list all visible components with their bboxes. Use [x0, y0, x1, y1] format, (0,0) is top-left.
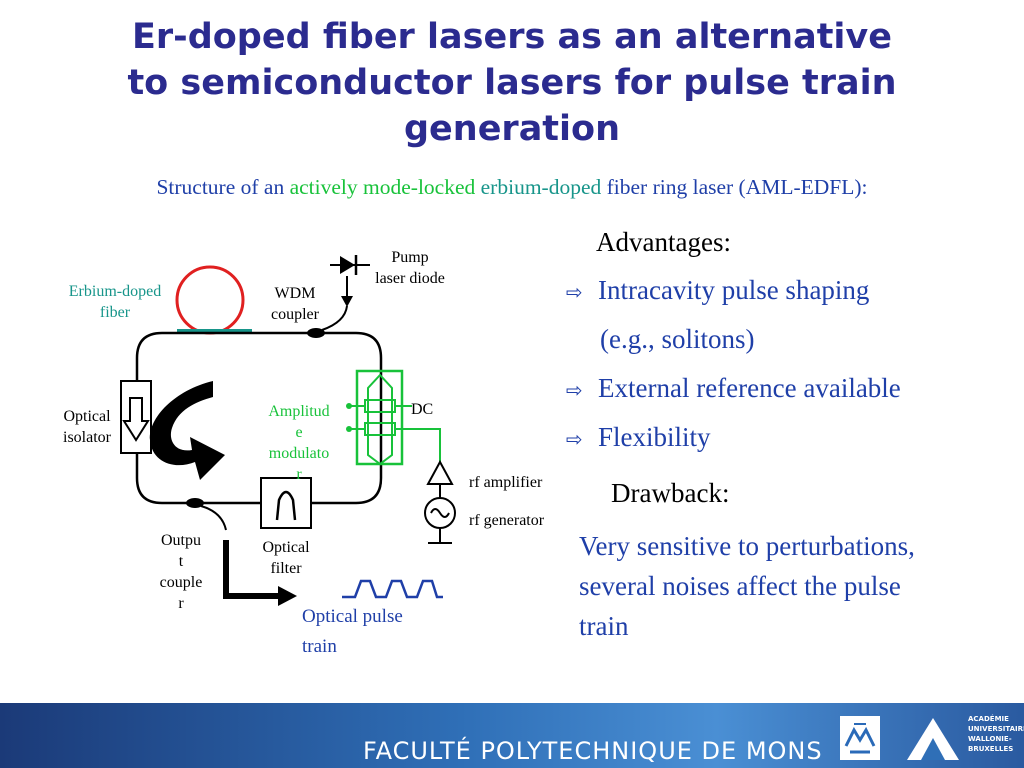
isolator-label-line-2: isolator [63, 429, 111, 446]
modulator-label-line-4: r [296, 466, 302, 483]
rf-amplifier-icon [426, 459, 454, 485]
wdm-label-line-2: coupler [271, 306, 319, 323]
faculty-logo-icon [844, 723, 876, 754]
slide-title: Er-doped fiber lasers as an alternative … [0, 14, 1024, 152]
subtitle-part-3: erbium-doped [475, 175, 602, 199]
output-coupler [186, 498, 204, 508]
optical-filter-box [260, 477, 312, 529]
subtitle-part-2: actively mode-locked [289, 175, 476, 199]
advantage-item-1-text: Intracavity pulse shaping [598, 275, 870, 305]
modulator-label-line-2: e [295, 424, 303, 441]
wdm-branch [321, 305, 348, 331]
subtitle-part-4: fiber ring laser (AML-EDFL): [601, 175, 868, 199]
pump-label-line-2: laser diode [375, 270, 445, 287]
amplitude-modulator-label: Amplitud e modulato r [257, 401, 341, 485]
dc-label: DC [411, 401, 434, 418]
academy-line-4: BRUXELLES [968, 745, 1014, 753]
arrow-bullet-icon: ⇨ [566, 280, 583, 304]
pump-laser-label: Pump laser diode [362, 247, 458, 289]
modulator-dot-2 [346, 426, 352, 432]
academy-line-2: UNIVERSITAIRE [968, 725, 1024, 733]
drawback-heading: Drawback: [611, 478, 730, 508]
pulse-label-line-1: Optical pulse [302, 606, 403, 627]
output-branch [200, 505, 227, 531]
modulator-rf-line [395, 428, 441, 462]
drawback-line-2: several noises affect the pulse [579, 571, 901, 601]
filter-label-line-2: filter [270, 560, 302, 577]
title-line-1: Er-doped fiber lasers as an alternative [132, 17, 892, 57]
optical-filter-label: Optical filter [248, 537, 324, 579]
erbium-fiber-loop [175, 265, 245, 335]
pulse-label-line-2: train [302, 636, 337, 657]
filter-label-line-1: Optical [262, 539, 310, 556]
subtitle: Structure of an actively mode-locked erb… [0, 175, 1024, 200]
advantage-item-3-text: External reference available [598, 373, 901, 403]
wdm-label-line-1: WDM [274, 285, 316, 302]
academy-text: ACADÉMIE UNIVERSITAIRE WALLONIE- BRUXELL… [968, 714, 1024, 754]
optical-pulse-train-label: Optical pulse train [302, 602, 452, 662]
isolator-arrow-icon [122, 397, 150, 442]
modulator-dot-1 [346, 403, 352, 409]
wdm-coupler [307, 328, 325, 338]
pump-arrow-icon [341, 296, 353, 307]
advantage-item-1: ⇨ Intracavity pulse shaping [566, 275, 869, 306]
advantages-heading: Advantages: [596, 227, 731, 257]
output-coupler-label: Outpu t couple r [148, 530, 214, 614]
rf-amplifier-label: rf amplifier [469, 474, 543, 491]
advantage-item-4-text: Flexibility [598, 422, 711, 452]
rf-generator-wave [430, 508, 450, 518]
drawback-text: Very sensitive to perturbations, several… [579, 526, 915, 646]
academy-line-3: WALLONIE- [968, 735, 1012, 743]
footer-text: FACULTÉ POLYTECHNIQUE DE MONS [363, 737, 823, 765]
pump-diode-icon [340, 256, 355, 274]
output-label-line-1: Outpu [161, 532, 201, 549]
erbium-fiber-label: Erbium-doped fiber [50, 281, 180, 323]
output-arrow-icon [278, 586, 297, 606]
academy-line-1: ACADÉMIE [968, 715, 1009, 723]
title-line-2: to semiconductor lasers for pulse train [127, 63, 897, 103]
output-label-line-3: couple [159, 574, 203, 591]
arrow-bullet-icon: ⇨ [566, 427, 583, 451]
rf-generator-label: rf generator [469, 512, 545, 529]
output-label-line-4: r [178, 595, 184, 612]
circulation-arrow-icon [149, 381, 225, 480]
academy-logo-icon [907, 718, 959, 760]
output-label-line-2: t [178, 553, 184, 570]
isolator-label-line-1: Optical [63, 408, 111, 425]
advantage-item-2-text: (e.g., solitons) [600, 324, 755, 354]
modulator-label-line-3: modulato [268, 445, 330, 462]
advantage-item-3: ⇨ External reference available [566, 373, 901, 404]
erbium-fiber-label-line-2: fiber [99, 304, 131, 321]
drawback-line-3: train [579, 611, 629, 641]
ring-cavity [135, 331, 383, 505]
advantage-item-4: ⇨ Flexibility [566, 422, 711, 453]
output-arrow-path [223, 540, 280, 599]
pump-label-line-1: Pump [391, 249, 429, 266]
modulator-label-line-1: Amplitud [268, 403, 330, 420]
pulse-train-icon [342, 579, 443, 599]
erbium-fiber-label-line-1: Erbium-doped [68, 283, 162, 300]
filter-curve-icon [275, 490, 297, 521]
modulator-box [355, 369, 404, 466]
optical-isolator-label: Optical isolator [52, 406, 122, 448]
subtitle-part-1: Structure of an [156, 175, 290, 199]
modulator-waveguide [367, 373, 393, 466]
title-line-3: generation [403, 109, 620, 149]
drawback-line-1: Very sensitive to perturbations, [579, 531, 915, 561]
arrow-bullet-icon: ⇨ [566, 378, 583, 402]
wdm-coupler-label: WDM coupler [255, 283, 335, 325]
faculty-logo [840, 716, 880, 760]
advantage-item-2: (e.g., solitons) [600, 324, 755, 355]
